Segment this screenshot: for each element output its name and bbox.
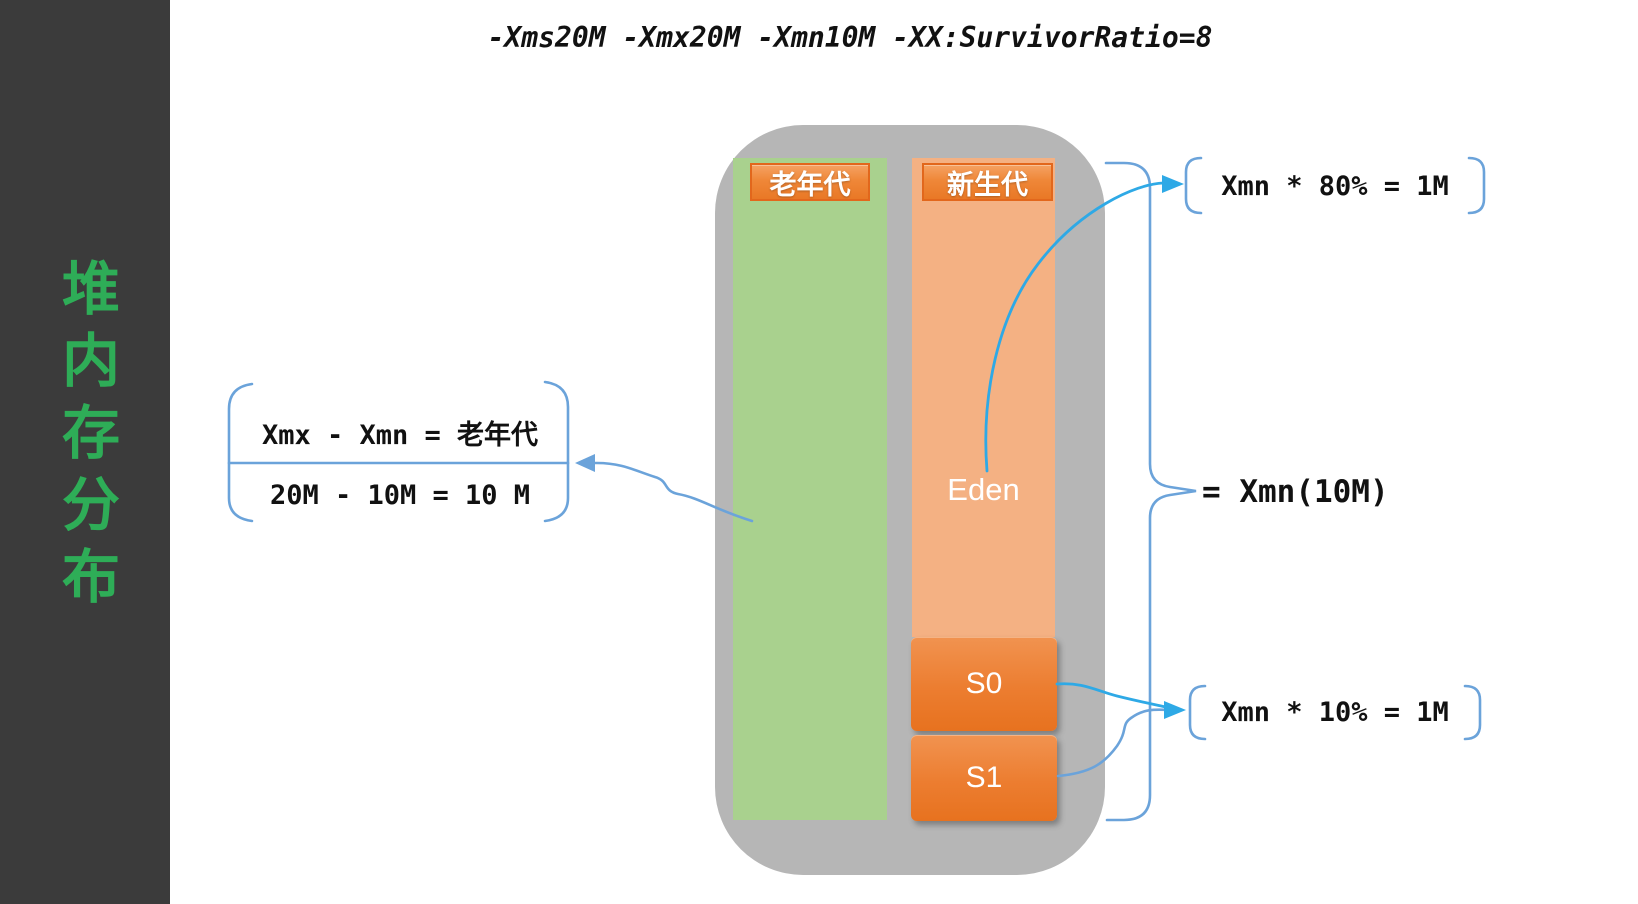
- arrowhead-eden-icon: [1162, 175, 1184, 193]
- new-gen-eden-column: [912, 158, 1055, 637]
- survivor-s0-box: S0: [911, 637, 1057, 731]
- sidebar: 堆内存分布: [0, 0, 170, 904]
- old-gen-header: 老年代: [750, 163, 870, 201]
- old-gen-formula-line1: Xmx - Xmn = 老年代: [261, 420, 539, 451]
- xmn-brace: [1104, 161, 1197, 822]
- arrowhead-left-icon: [575, 454, 595, 472]
- new-gen-header: 新生代: [922, 163, 1053, 201]
- old-gen-formula-line2: 20M - 10M = 10 M: [269, 480, 531, 511]
- jvm-flags-title: -Xms20M -Xmx20M -Xmn10M -XX:SurvivorRati…: [487, 21, 1213, 54]
- eden-label: Eden: [947, 472, 1020, 507]
- old-gen-column: [733, 158, 887, 820]
- arrowhead-survivor-icon: [1164, 701, 1186, 719]
- xmn-total-annotation: = Xmn(10M): [1202, 474, 1389, 510]
- sidebar-vertical-title: 堆内存分布: [53, 258, 118, 618]
- survivor-s1-box: S1: [911, 735, 1057, 821]
- survivor-size-annotation: Xmn * 10% = 1M: [1221, 697, 1449, 728]
- eden-size-annotation: Xmn * 80% = 1M: [1221, 171, 1449, 202]
